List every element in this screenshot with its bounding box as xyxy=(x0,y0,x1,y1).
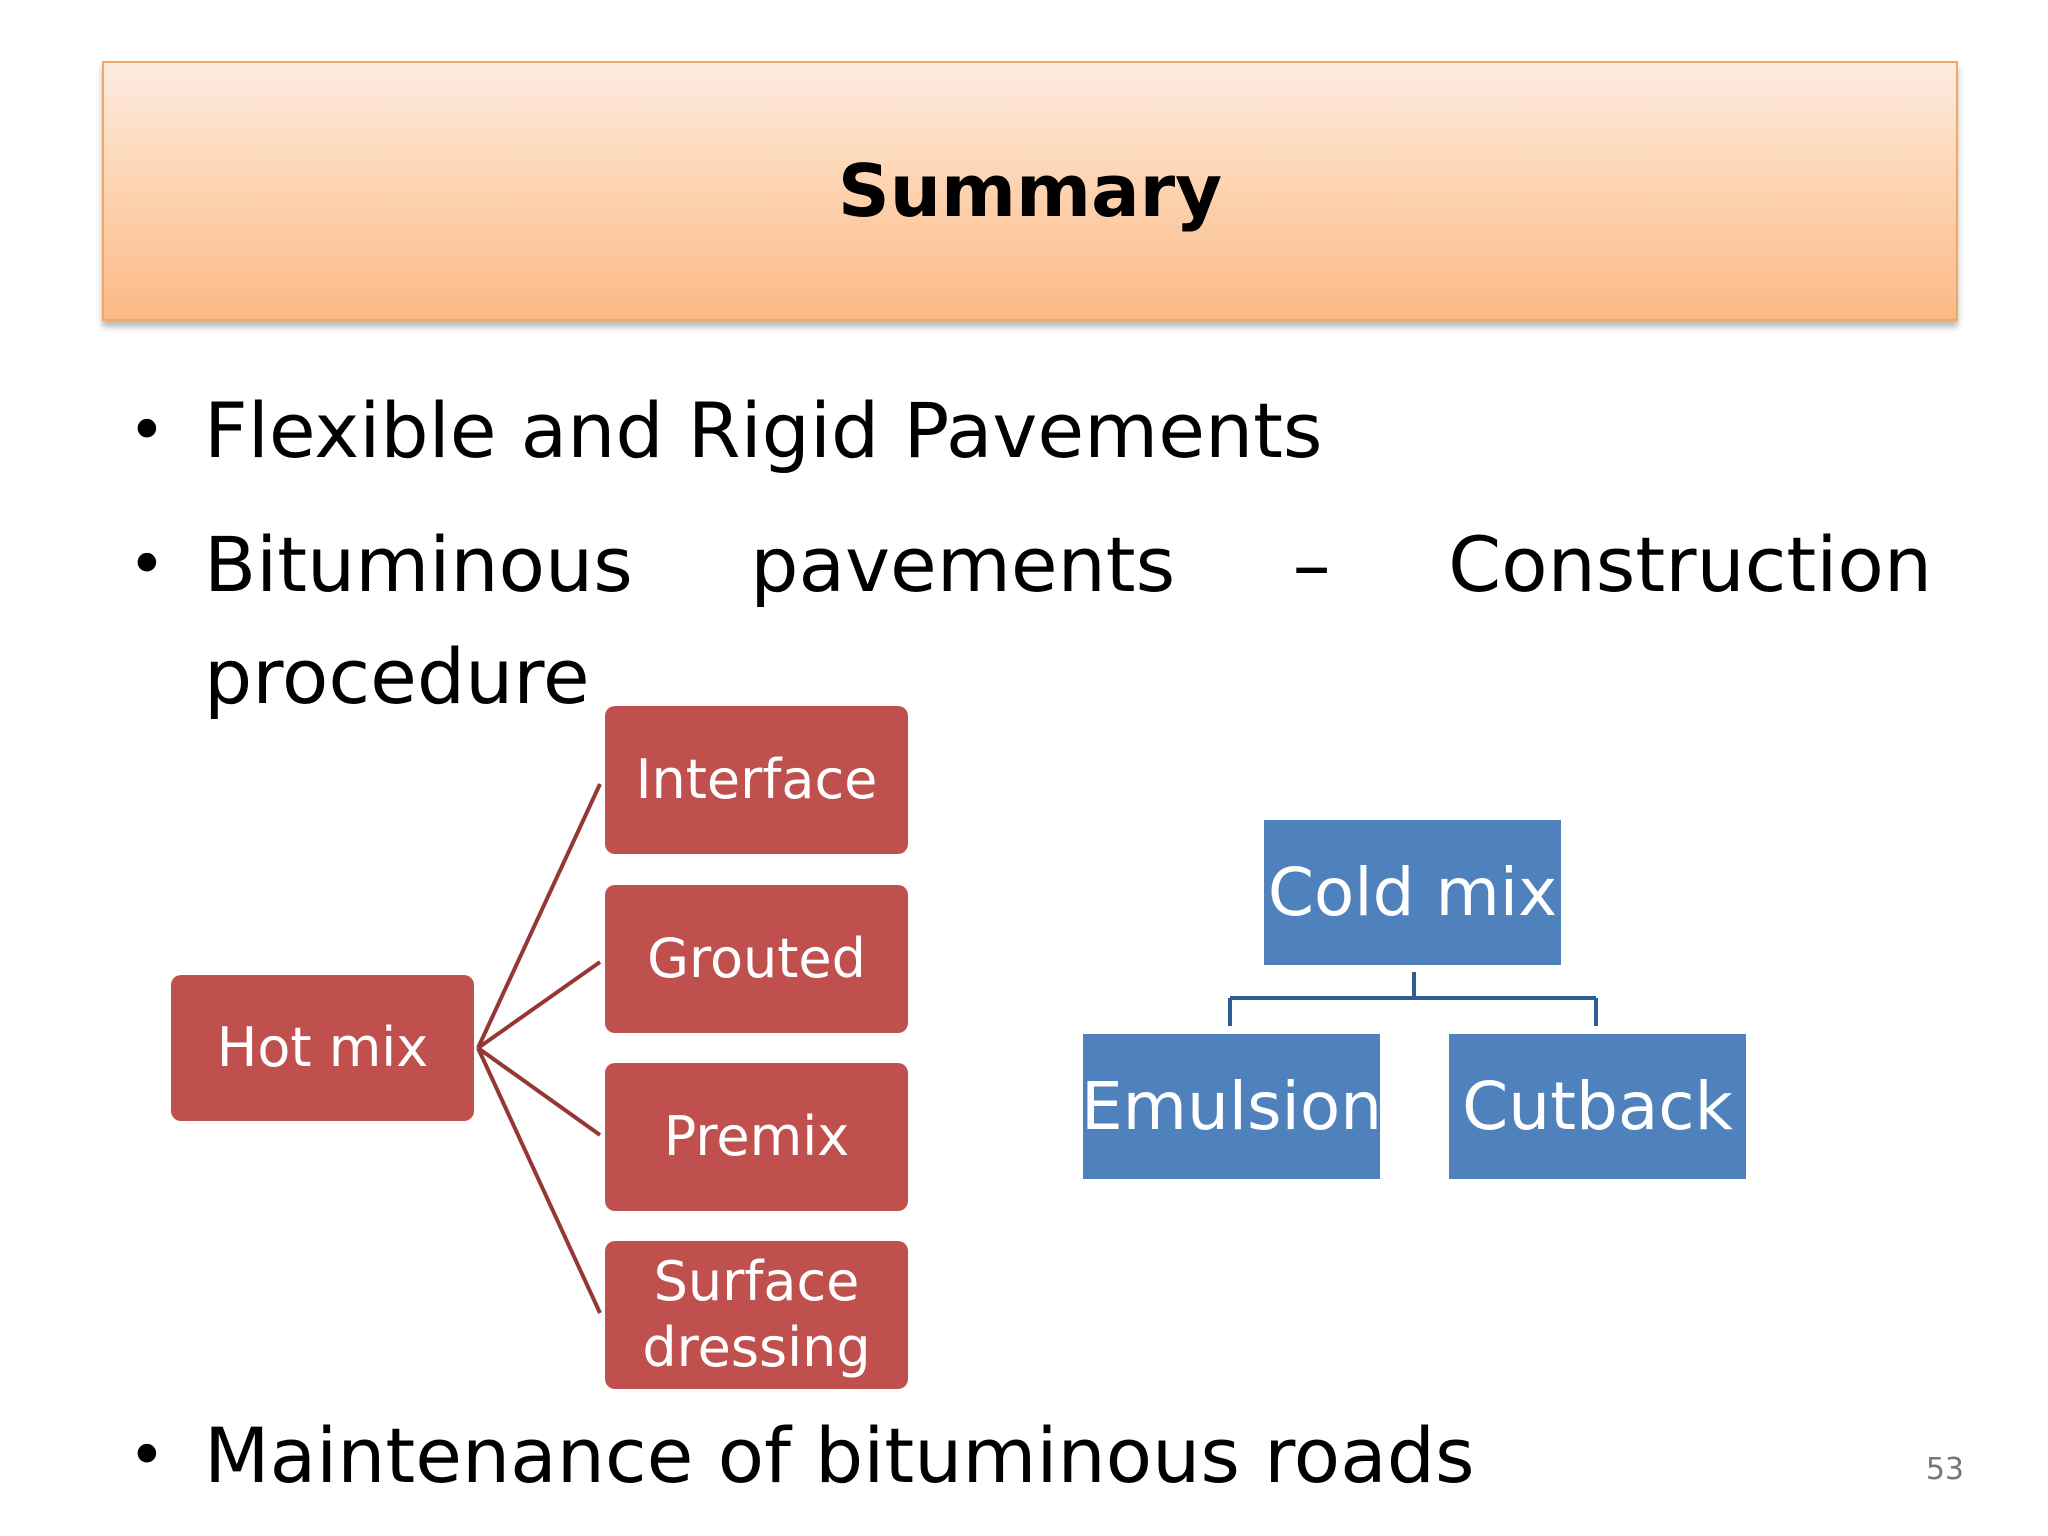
bullet-item-1: • Flexible and Rigid Pavements xyxy=(122,375,1932,487)
hot-mix-node: Hot mix xyxy=(171,975,474,1121)
bullet-text: Flexible and Rigid Pavements xyxy=(204,386,1323,475)
node-label: Emulsion xyxy=(1080,1068,1383,1145)
bullet-marker: • xyxy=(128,1419,166,1493)
slide-title: Summary xyxy=(837,149,1223,233)
bullet-text-line-2: procedure xyxy=(204,632,590,721)
bullet-text-line-1: Bituminous pavements – Construction xyxy=(204,509,1932,621)
connector-hot-mix-interface xyxy=(476,783,602,1049)
hot-mix-connectors xyxy=(476,783,602,1314)
emulsion-node: Emulsion xyxy=(1080,1034,1383,1179)
node-label: Surface dressing xyxy=(642,1250,871,1379)
node-label: Grouted xyxy=(647,927,866,990)
bullet-word: – xyxy=(1292,520,1331,609)
cold-mix-node: Cold mix xyxy=(1264,820,1561,965)
node-label: Interface xyxy=(635,748,878,811)
bullet-word: Construction xyxy=(1448,520,1932,609)
bullet-word: pavements xyxy=(750,520,1176,609)
node-label: Cutback xyxy=(1462,1068,1733,1145)
bullet-item-3: • Maintenance of bituminous roads xyxy=(122,1400,1475,1512)
node-label: Premix xyxy=(663,1105,850,1168)
cutback-node: Cutback xyxy=(1449,1034,1746,1179)
bullet-list: • Flexible and Rigid Pavements • Bitumin… xyxy=(122,375,1932,755)
node-label: Hot mix xyxy=(216,1016,429,1079)
interface-node: Interface xyxy=(605,706,908,854)
title-banner: Summary xyxy=(102,61,1958,321)
bullet-item-2: • Bituminous pavements – Construction pr… xyxy=(122,509,1932,733)
node-label: Cold mix xyxy=(1267,854,1558,931)
grouted-node: Grouted xyxy=(605,885,908,1033)
connector-hot-mix-premix xyxy=(476,1046,602,1137)
bullet-word: Bituminous xyxy=(204,520,633,609)
connector-hot-mix-surface-dressing xyxy=(476,1047,602,1314)
connector-hot-mix-grouted xyxy=(476,960,602,1050)
bullet-marker: • xyxy=(128,394,166,468)
bullet-marker: • xyxy=(128,528,166,602)
cold-mix-connectors xyxy=(1228,972,1598,1026)
premix-node: Premix xyxy=(605,1063,908,1211)
page-number: 53 xyxy=(1925,1452,1964,1487)
bullet-text: Maintenance of bituminous roads xyxy=(204,1411,1475,1500)
surface-dressing-node: Surface dressing xyxy=(605,1241,908,1389)
